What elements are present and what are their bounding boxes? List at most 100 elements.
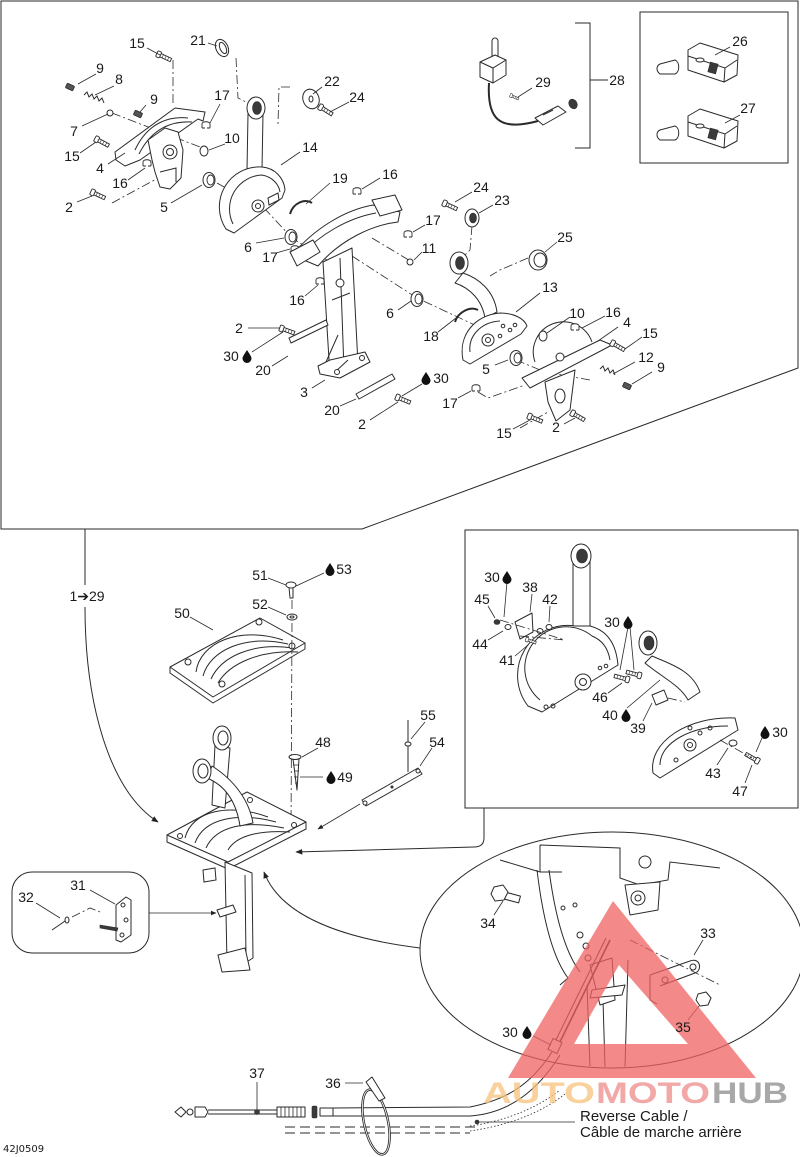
callout-2: 2: [65, 199, 73, 215]
part-screw-2-left: [89, 188, 107, 202]
callout-51: 51: [252, 567, 268, 583]
watermark: AUTO MOTO HUB: [483, 901, 788, 1110]
callout-30: 30: [604, 614, 620, 630]
callout-26: 26: [732, 33, 748, 49]
part-clip-17-right: [403, 230, 413, 238]
part-circlip-19: [289, 200, 313, 215]
diagram-reference-code: 42J0509: [3, 1144, 44, 1155]
callout-30: 30: [484, 569, 500, 585]
part-bushing-5-right: [509, 350, 523, 366]
callout-36: 36: [325, 1075, 341, 1091]
part-screw-24-top: [316, 102, 335, 118]
part-housing-bracket-left: [147, 127, 184, 190]
callout-21: 21: [190, 32, 206, 48]
callout-52: 52: [252, 596, 268, 612]
part-bracket-39: [651, 689, 669, 706]
drop-icon: [326, 771, 336, 784]
callout-24: 24: [349, 89, 365, 105]
part-plate-20-lower: [355, 373, 396, 400]
strip-arrow: [317, 803, 361, 830]
callout-42: 42: [542, 591, 558, 607]
callout-44: 44: [472, 636, 488, 652]
callout-41: 41: [499, 652, 515, 668]
callout-14: 14: [302, 139, 318, 155]
callout-4: 4: [96, 160, 104, 176]
part-cover-50: [169, 617, 306, 704]
watermark-triangle-logo: [508, 901, 756, 1078]
part-clip-17-left: [201, 121, 211, 129]
callout-8: 8: [115, 71, 123, 87]
callout-16: 16: [382, 166, 398, 182]
callout-37: 37: [249, 1065, 265, 1081]
part-screw-29: [509, 93, 520, 102]
part-washer-42b: [536, 628, 544, 634]
callout-23: 23: [494, 192, 510, 208]
detail-arrow: [263, 871, 421, 949]
watermark-text-hub: HUB: [712, 1077, 788, 1110]
range-label: 1➔29: [69, 588, 104, 604]
callout-9: 9: [96, 60, 104, 76]
part-circlip-18: [454, 307, 479, 323]
part-lever-lower-inset: [638, 630, 739, 779]
detail-ellipse: [263, 831, 800, 1069]
part-plug-10-right: [538, 330, 548, 342]
part-bolt-34: [490, 884, 521, 904]
callout-15: 15: [129, 35, 145, 51]
part-bushing-5-left: [202, 172, 216, 188]
callout-32: 32: [18, 889, 34, 905]
reverse-cable-label-fr: Câble de marche arrière: [580, 1124, 742, 1141]
callout-17: 17: [442, 395, 458, 411]
part-plug-10-left: [199, 145, 209, 157]
callout-38: 38: [522, 579, 538, 595]
callout-39: 39: [630, 720, 646, 736]
callout-25: 25: [557, 229, 573, 245]
part-lever-upper-inset: [517, 543, 619, 713]
callout-2: 2: [552, 419, 560, 435]
part-nut-45: [493, 619, 501, 625]
part-harness-28: [479, 22, 608, 149]
callout-55: 55: [420, 707, 436, 723]
callout-22: 22: [324, 73, 340, 89]
lower-callouts: 51 53 52 50 55 54 48 49 31 32 37 36: [18, 561, 445, 1091]
callout-13: 13: [542, 279, 558, 295]
callout-5: 5: [160, 199, 168, 215]
part-screw-51: [285, 581, 297, 599]
callout-34: 34: [480, 915, 496, 931]
part-cable-tie-36: [345, 1076, 391, 1156]
callout-17: 17: [214, 87, 230, 103]
part-ball-11: [406, 258, 414, 266]
inset-box-31-32: [11, 871, 150, 954]
part-pin-55: [404, 720, 412, 772]
callout-30: 30: [433, 370, 449, 386]
callout-19: 19: [332, 170, 348, 186]
callout-4: 4: [623, 314, 631, 330]
part-clip-16-left: [142, 159, 152, 167]
part-bushing-23: [464, 208, 480, 228]
callout-6: 6: [386, 305, 394, 321]
inset-connector-arrow: [295, 808, 485, 855]
callout-10: 10: [224, 130, 240, 146]
callout-15: 15: [496, 425, 512, 441]
part-control-assembly: [166, 725, 307, 973]
drop-icon: [325, 563, 335, 576]
part-clip-17-bottom: [471, 384, 481, 392]
callout-16: 16: [289, 292, 305, 308]
part-plate-20-upper: [288, 319, 329, 344]
part-switch-26: [656, 42, 739, 83]
inset-box-levers: 30 38 45 42 44 41 30 46 40 39 30 43 47: [295, 529, 799, 855]
part-spring-12: [599, 365, 616, 376]
part-washer-44: [504, 624, 512, 630]
callout-43: 43: [705, 765, 721, 781]
callout-20: 20: [324, 402, 340, 418]
callout-15: 15: [642, 325, 658, 341]
drop-icon: [421, 372, 431, 385]
callout-9: 9: [657, 359, 665, 375]
part-lever-14: [218, 96, 286, 234]
part-lever-13: [449, 251, 528, 365]
callout-7: 7: [70, 123, 78, 139]
callout-5: 5: [482, 361, 490, 377]
callout-30: 30: [223, 348, 239, 364]
harness-bracket: [575, 22, 608, 149]
callout-6: 6: [244, 239, 252, 255]
part-setscrew-9-right: [621, 381, 633, 391]
